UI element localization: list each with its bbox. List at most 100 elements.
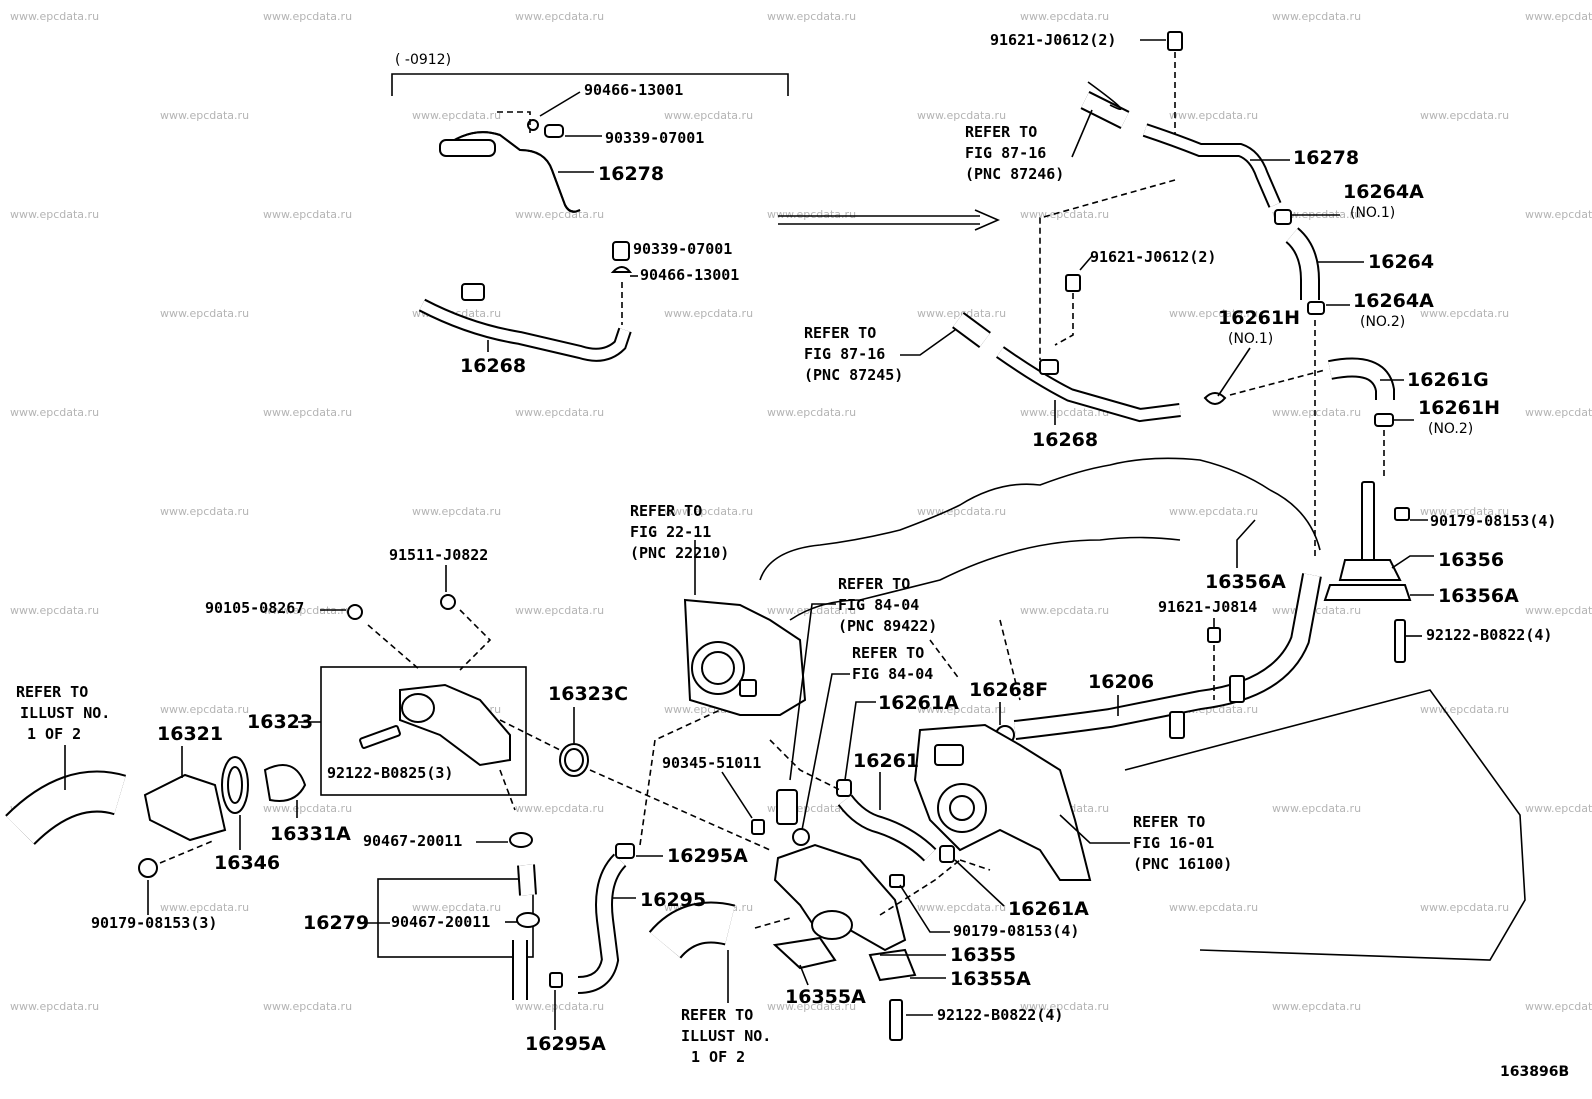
- pipe-16268-upper-left: [418, 241, 633, 362]
- water-pump: [913, 723, 1092, 881]
- water-inlet-16355: [754, 843, 961, 1041]
- label-90467-20011-b: 90467-20011: [391, 913, 490, 931]
- watermark-text: www.epcdata.ru: [263, 802, 352, 815]
- watermark-text: www.epcdata.ru: [917, 307, 1006, 320]
- label-92122-B0825: 92122-B0825(3): [327, 764, 453, 782]
- label-16261H-no1-sub: (NO.1): [1228, 331, 1273, 347]
- label-90466-13001-a: 90466-13001: [584, 81, 683, 99]
- refer-87-16-b-line2: FIG 87-16: [804, 345, 885, 363]
- watermark-text: www.epcdata.ru: [1525, 802, 1592, 815]
- date-range-label: ( -0912): [395, 52, 451, 68]
- label-16356A-b: 16356A: [1438, 585, 1519, 607]
- refer-87-16-a-line1: REFER TO: [965, 123, 1037, 141]
- watermark-text: www.epcdata.ru: [1272, 1000, 1361, 1013]
- watermark-text: www.epcdata.ru: [10, 604, 99, 617]
- hose-16279: [377, 832, 563, 1000]
- watermark-text: www.epcdata.ru: [515, 406, 604, 419]
- label-16261H-no2-sub: (NO.2): [1428, 421, 1473, 437]
- watermark-text: www.epcdata.ru: [263, 406, 352, 419]
- label-16261: 16261: [853, 750, 919, 772]
- refer-87-16-b-line3: (PNC 87245): [804, 366, 903, 384]
- watermark-text: www.epcdata.ru: [412, 109, 501, 122]
- label-91511-J0822: 91511-J0822: [389, 546, 488, 564]
- label-90179-08153-4a: 90179-08153(4): [1430, 512, 1556, 530]
- watermark-text: www.epcdata.ru: [767, 406, 856, 419]
- refer-illust-b-line1: REFER TO: [681, 1006, 753, 1024]
- watermark-text: www.epcdata.ru: [1525, 604, 1592, 617]
- watermark-text: www.epcdata.ru: [10, 406, 99, 419]
- watermark-text: www.epcdata.ru: [767, 208, 856, 221]
- label-16268-b: 16268: [1032, 429, 1098, 451]
- refer-84-04-b-line1: REFER TO: [852, 644, 924, 662]
- label-16261H-no2: 16261H: [1418, 397, 1500, 419]
- refer-87-16-b-line1: REFER TO: [804, 324, 876, 342]
- refer-84-04-a-line1: REFER TO: [838, 575, 910, 593]
- hose-16295: [577, 709, 721, 994]
- refer-illust-a-line1: REFER TO: [16, 683, 88, 701]
- watermark-text: www.epcdata.ru: [917, 703, 1006, 716]
- label-92122-B0822-b: 92122-B0822(4): [937, 1006, 1063, 1024]
- watermark-text: www.epcdata.ru: [1525, 1000, 1592, 1013]
- watermark-text: www.epcdata.ru: [1020, 604, 1109, 617]
- refer-16-01-line3: (PNC 16100): [1133, 855, 1232, 873]
- label-90345-51011: 90345-51011: [662, 754, 761, 772]
- label-16278-a: 16278: [598, 163, 664, 185]
- watermark-text: www.epcdata.ru: [917, 109, 1006, 122]
- watermark-text: www.epcdata.ru: [160, 901, 249, 914]
- watermark-text: www.epcdata.ru: [515, 802, 604, 815]
- label-16261A-a: 16261A: [878, 692, 959, 714]
- watermark-text: www.epcdata.ru: [1420, 703, 1509, 716]
- watermark-text: www.epcdata.ru: [664, 505, 753, 518]
- watermark-text: www.epcdata.ru: [1272, 604, 1361, 617]
- watermark-text: www.epcdata.ru: [1169, 901, 1258, 914]
- refer-illust-a-line3: 1 OF 2: [27, 725, 81, 743]
- watermark-text: www.epcdata.ru: [263, 10, 352, 23]
- label-16356A-a: 16356A: [1205, 571, 1286, 593]
- watermark-text: www.epcdata.ru: [515, 208, 604, 221]
- label-91621-J0612-b: 91621-J0612(2): [1090, 248, 1216, 266]
- watermark-text: www.epcdata.ru: [1272, 802, 1361, 815]
- watermark-text: www.epcdata.ru: [1525, 10, 1592, 23]
- refer-16-01-line2: FIG 16-01: [1133, 834, 1214, 852]
- label-16264A-no2-sub: (NO.2): [1360, 314, 1405, 330]
- label-16264A-no1: 16264A: [1343, 181, 1424, 203]
- label-16323: 16323: [247, 711, 313, 733]
- label-16295A-b: 16295A: [525, 1033, 606, 1055]
- watermark-text: www.epcdata.ru: [1020, 208, 1109, 221]
- watermark-text: www.epcdata.ru: [917, 901, 1006, 914]
- variant-bracket: ( -0912): [391, 52, 789, 96]
- label-16261G: 16261G: [1407, 369, 1489, 391]
- label-16355A-a: 16355A: [785, 986, 866, 1008]
- watermark-text: www.epcdata.ru: [917, 505, 1006, 518]
- watermark-text: www.epcdata.ru: [10, 10, 99, 23]
- watermark-text: www.epcdata.ru: [10, 1000, 99, 1013]
- refer-22-11-line1: REFER TO: [630, 502, 702, 520]
- watermark-text: www.epcdata.ru: [515, 10, 604, 23]
- label-90339-07001-a: 90339-07001: [605, 129, 704, 147]
- watermark-text: www.epcdata.ru: [1169, 307, 1258, 320]
- refer-illust-a-line2: ILLUST NO.: [20, 704, 110, 722]
- label-16346: 16346: [214, 852, 280, 874]
- hose-16261: [769, 739, 991, 871]
- label-90466-13001-b: 90466-13001: [640, 266, 739, 284]
- watermark-text: www.epcdata.ru: [1020, 406, 1109, 419]
- watermark-text: www.epcdata.ru: [515, 604, 604, 617]
- watermark-text: www.epcdata.ru: [263, 208, 352, 221]
- refer-84-04-a-line2: FIG 84-04: [838, 596, 919, 614]
- thermostat-housing-16323: [320, 594, 527, 811]
- refer-87-16-a-line3: (PNC 87246): [965, 165, 1064, 183]
- intake-manifold-outline: [759, 457, 1526, 961]
- diagram-id: 163896B: [1500, 1064, 1569, 1080]
- refer-16-01-line1: REFER TO: [1133, 813, 1205, 831]
- watermark-text: www.epcdata.ru: [160, 109, 249, 122]
- label-16278-b: 16278: [1293, 147, 1359, 169]
- watermark-text: www.epcdata.ru: [767, 10, 856, 23]
- label-90105-08267: 90105-08267: [205, 599, 304, 617]
- pipe-16278-upper-left: [439, 111, 581, 213]
- pipe-16206: [995, 573, 1322, 745]
- watermark-text: www.epcdata.ru: [160, 307, 249, 320]
- refer-87-16-a-line2: FIG 87-16: [965, 144, 1046, 162]
- watermark-text: www.epcdata.ru: [1420, 901, 1509, 914]
- watermark-text: www.epcdata.ru: [664, 109, 753, 122]
